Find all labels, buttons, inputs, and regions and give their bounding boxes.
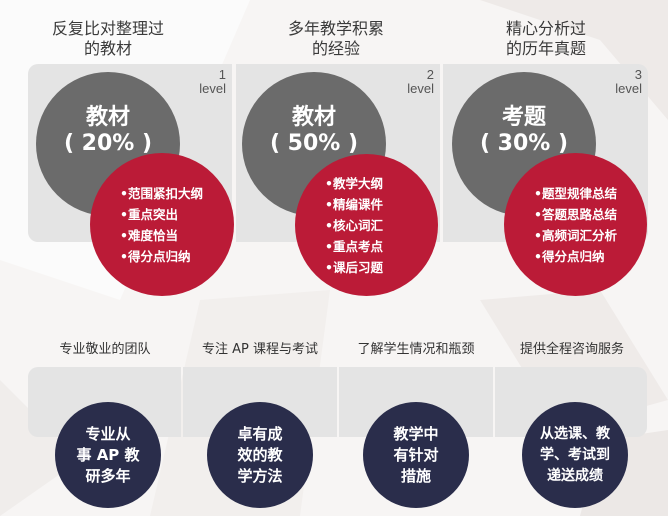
level-2-title-line2: 的经验: [311, 39, 360, 58]
feature-4-circle: 从选课、教 学、考试到 递送成绩: [522, 402, 628, 508]
level-2-bullet: •核心词汇: [325, 217, 383, 233]
feature-4-line: 学、考试到: [540, 446, 610, 463]
level-3-bullet: •题型规律总结: [534, 185, 617, 201]
feature-3-line: 措施: [400, 466, 431, 485]
level-1-number: 1: [218, 67, 226, 82]
level-2-category-percent: ( 50% ): [269, 131, 359, 156]
level-3-bullet: •答题思路总结: [534, 206, 617, 222]
level-1-label: level: [199, 81, 226, 96]
feature-1-circle: 专业从 事 AP 教 研多年: [55, 402, 161, 508]
feature-1-line: 专业从: [85, 424, 131, 443]
level-3-label: level: [615, 81, 642, 96]
level-3-bullet: •得分点归纳: [534, 248, 605, 264]
level-3-category-percent: ( 30% ): [479, 131, 569, 156]
level-2-bullet: •教学大纲: [325, 175, 383, 191]
feature-3-circle: 教学中 有针对 措施: [363, 402, 469, 508]
feature-4-line: 递送成绩: [547, 467, 603, 484]
level-3-bullet: •高频词汇分析: [534, 227, 617, 243]
feature-4-line: 从选课、教: [540, 425, 610, 442]
level-2-number: 2: [426, 67, 434, 82]
level-3-badge: 3 level: [596, 68, 642, 96]
level-2-bullet: •课后习题: [325, 259, 383, 275]
level-2-bullet: •重点考点: [325, 238, 383, 254]
feature-3-line: 有针对: [393, 445, 439, 464]
level-1-bullet: •范围紧扣大纲: [120, 185, 203, 201]
level-1-badge: 1 level: [180, 68, 226, 96]
level-1-bullet: •重点突出: [120, 206, 178, 222]
feature-1-line: 事 AP 教: [76, 445, 140, 464]
level-1-title-line2: 的教材: [83, 39, 132, 58]
feature-1-line: 研多年: [85, 466, 131, 485]
feature-3-title: 了解学生情况和瓶颈: [357, 342, 475, 357]
level-2-label: level: [407, 81, 434, 96]
level-1-title: 反复比对整理过 的教材: [8, 19, 208, 59]
level-3-title-line2: 的历年真题: [505, 39, 586, 58]
level-3-number: 3: [634, 67, 642, 82]
level-3-category-name: 考题: [501, 105, 546, 130]
feature-1-title: 专业敬业的团队: [59, 342, 151, 357]
level-1-bullet: •得分点归纳: [120, 248, 191, 264]
level-1-category-percent: ( 20% ): [63, 131, 153, 156]
level-1-bullet: •难度恰当: [120, 227, 178, 243]
feature-2-line: 学方法: [237, 466, 283, 485]
level-1-category-name: 教材: [85, 105, 130, 130]
level-2-title: 多年教学积累 的经验: [236, 19, 436, 59]
level-3-title: 精心分析过 的历年真题: [446, 19, 646, 59]
feature-2-title: 专注 AP 课程与考试: [202, 342, 318, 357]
level-1-title-line1: 反复比对整理过: [51, 19, 164, 38]
feature-2-line: 效的教: [237, 445, 283, 464]
feature-4-title: 提供全程咨询服务: [519, 342, 624, 357]
level-2-title-line1: 多年教学积累: [287, 19, 384, 38]
level-2-bullet: •精编课件: [325, 196, 383, 212]
feature-3-line: 教学中: [393, 424, 439, 443]
level-1-details-circle: •范围紧扣大纲 •重点突出 •难度恰当 •得分点归纳: [90, 153, 234, 296]
level-2-badge: 2 level: [388, 68, 434, 96]
level-3-title-line1: 精心分析过: [505, 19, 586, 38]
level-2-category-name: 教材: [291, 105, 336, 130]
level-2-details-circle: •教学大纲 •精编课件 •核心词汇 •重点考点 •课后习题: [295, 154, 438, 296]
feature-2-circle: 卓有成 效的教 学方法: [207, 402, 313, 508]
level-3-details-circle: •题型规律总结 •答题思路总结 •高频词汇分析 •得分点归纳: [504, 153, 647, 296]
feature-2-line: 卓有成: [237, 424, 283, 443]
